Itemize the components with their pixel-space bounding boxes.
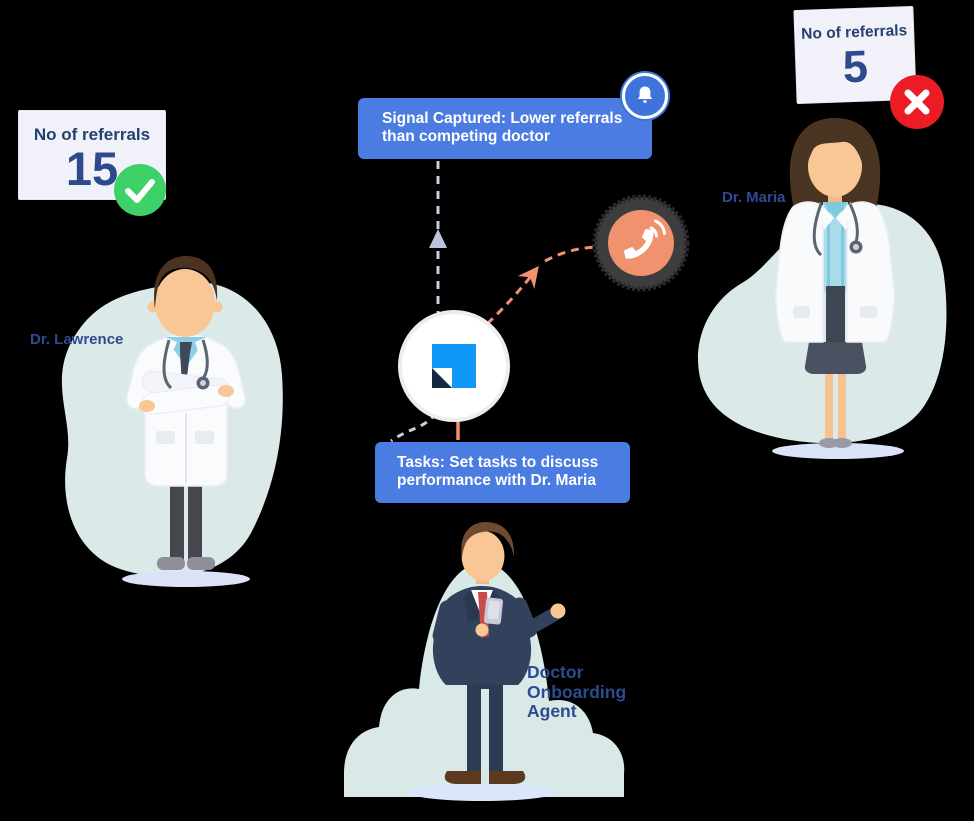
bell-icon [620, 71, 670, 121]
agent-label-line1: Doctor [527, 662, 584, 682]
check-icon [114, 164, 166, 216]
agent-floor-shadow [408, 783, 556, 801]
maria-floor-shadow [772, 443, 904, 459]
maria-body [775, 118, 895, 448]
tasks-banner-line2: performance with Dr. Maria [397, 472, 596, 489]
lawrence-name-label: Dr. Lawrence [30, 331, 124, 348]
lawrence-referrals-value: 15 [65, 142, 119, 195]
agent-label-line3: Agent [527, 701, 577, 721]
call-connector-dashed-curve [485, 266, 539, 326]
signal-banner-line1: Signal Captured: Lower referrals [382, 110, 623, 127]
signal-connector-up-arrowhead [429, 229, 447, 248]
lawrence-floor-shadow [122, 571, 250, 587]
tasks-banner-line1: Tasks: Set tasks to discuss [397, 454, 599, 471]
cross-icon [890, 75, 944, 129]
call-connector-dashed-curve-2 [544, 245, 597, 263]
agent-label-line2: Onboarding [527, 681, 627, 702]
tasks-connector-dashed-curve [390, 412, 438, 443]
tasks-banner: Tasks: Set tasks to discuss performance … [375, 442, 630, 503]
lawrence-referrals-card: No of referrals 15 [18, 110, 166, 200]
lawrence-body [126, 256, 246, 570]
agent-name-label: Doctor Onboarding Agent [527, 662, 627, 722]
doctor-maria-illustration [697, 118, 947, 459]
onboarding-agent-illustration [344, 522, 625, 801]
doctor-lawrence-illustration [61, 256, 283, 587]
signal-captured-banner: Signal Captured: Lower referrals than co… [358, 98, 652, 159]
maria-name-label: Dr. Maria [722, 189, 786, 206]
signal-banner-line2: than competing doctor [382, 128, 550, 145]
lawrence-referrals-label: No of referrals [33, 125, 151, 144]
agent-body [432, 522, 566, 784]
phone-call-icon [592, 194, 690, 292]
brand-logo [398, 310, 510, 422]
